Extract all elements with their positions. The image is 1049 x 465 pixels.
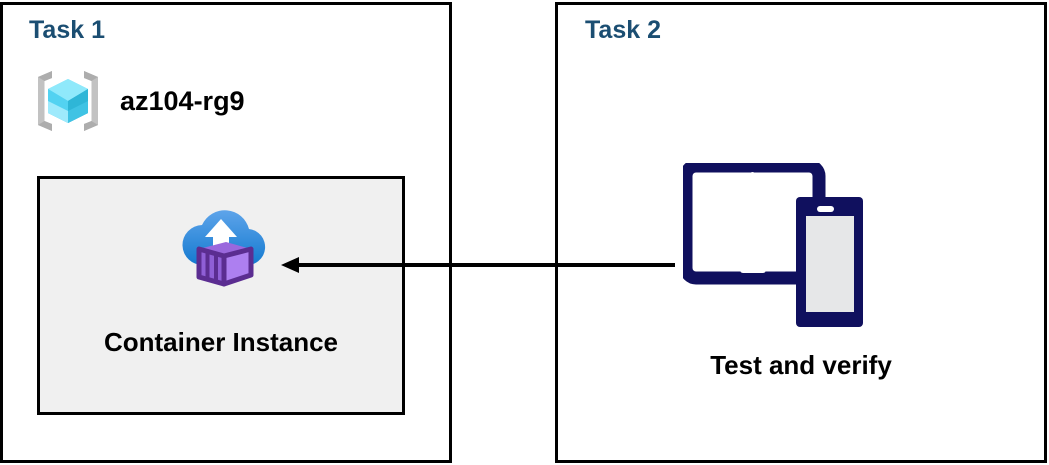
container-instance-label: Container Instance: [103, 327, 339, 357]
resource-group-row: az104-rg9: [30, 62, 320, 140]
test-and-verify-label: Test and verify: [710, 350, 892, 380]
tablet-and-phone-icon: [683, 163, 863, 327]
resource-group-icon: [38, 71, 98, 131]
container-instance-icon: [182, 210, 266, 287]
panel-task-2-title: Task 2: [585, 16, 661, 44]
container-instance-card: Container Instance: [37, 176, 405, 415]
panel-task-1-title: Task 1: [29, 16, 105, 44]
resource-group-label: az104-rg9: [120, 85, 245, 116]
